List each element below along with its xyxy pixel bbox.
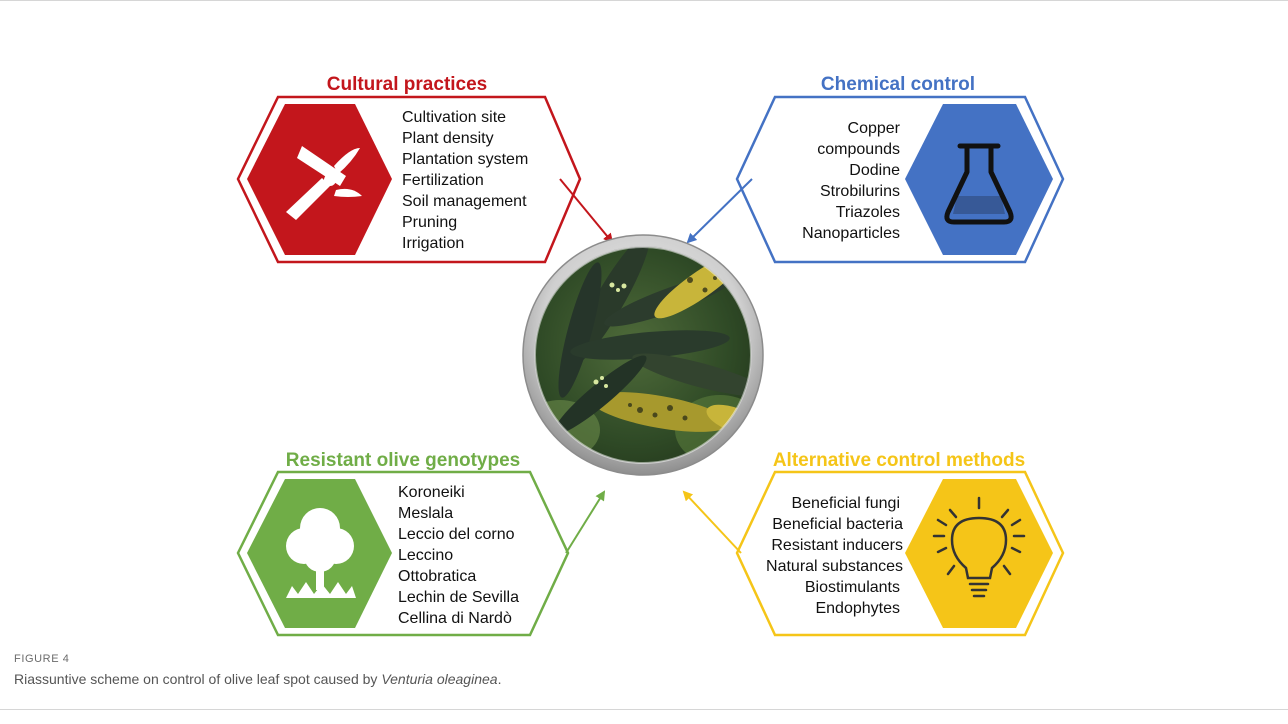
alternative-item: Endophytes bbox=[815, 600, 900, 617]
alternative-title: Alternative control methods bbox=[773, 450, 1025, 471]
chemical-items: Copper compounds Dodine Strobilurins Tri… bbox=[802, 120, 900, 242]
alternative-hexagon bbox=[905, 479, 1053, 628]
resistant-items: Koroneiki Meslala Leccio del corno Lecci… bbox=[398, 484, 519, 627]
caption-text: Riassuntive scheme on control of olive l… bbox=[14, 671, 382, 687]
alternative-items: Beneficial fungi Beneficial bacteria Res… bbox=[766, 495, 903, 617]
caption-species: Venturia oleaginea bbox=[381, 671, 498, 687]
chemical-outline bbox=[735, 95, 1065, 264]
alternative-item: Natural substances bbox=[766, 558, 903, 575]
resistant-arrow bbox=[565, 490, 606, 554]
chemical-item: Nanoparticles bbox=[802, 225, 900, 242]
chemical-item: compounds bbox=[817, 141, 900, 158]
cultural-arrow bbox=[559, 178, 614, 244]
resistant-item: Leccio del corno bbox=[398, 526, 515, 543]
figure-caption: Riassuntive scheme on control of olive l… bbox=[14, 671, 501, 687]
alternative-item: Beneficial bacteria bbox=[772, 516, 903, 533]
resistant-item: Meslala bbox=[398, 505, 453, 522]
cultural-item: Plant density bbox=[402, 130, 494, 147]
cultural-item: Fertilization bbox=[402, 172, 484, 189]
chemical-item: Dodine bbox=[849, 162, 900, 179]
cultural-hexagon bbox=[247, 104, 392, 255]
chemical-item: Copper bbox=[848, 120, 901, 137]
cultural-outline bbox=[236, 95, 582, 264]
figure-label: FIGURE 4 bbox=[14, 653, 70, 665]
chemical-hexagon bbox=[905, 104, 1053, 255]
alternative-arrow bbox=[682, 490, 742, 554]
resistant-item: Ottobratica bbox=[398, 568, 476, 585]
alternative-item: Biostimulants bbox=[805, 579, 900, 596]
cultural-item: Pruning bbox=[402, 214, 457, 231]
resistant-genotypes-panel: Resistant olive genotypes Koroneiki Mesl… bbox=[236, 450, 606, 637]
resistant-item: Lechin de Sevilla bbox=[398, 589, 519, 606]
cultural-item: Cultivation site bbox=[402, 109, 506, 126]
resistant-item: Cellina di Nardò bbox=[398, 610, 512, 627]
chemical-arrow bbox=[686, 178, 753, 244]
chemical-control-panel: Chemical control Copper compounds Dodine… bbox=[686, 74, 1065, 264]
cultural-items: Cultivation site Plant density Plantatio… bbox=[402, 109, 528, 252]
alternative-outline bbox=[735, 470, 1065, 637]
chemical-item: Triazoles bbox=[836, 204, 900, 221]
resistant-outline bbox=[236, 470, 570, 637]
caption-end: . bbox=[497, 671, 502, 687]
alternative-item: Resistant inducers bbox=[771, 537, 903, 554]
cultural-title: Cultural practices bbox=[327, 74, 488, 95]
cultural-item: Soil management bbox=[402, 193, 527, 210]
cultural-practices-panel: Cultural practices Cultivation site Plan… bbox=[236, 74, 614, 264]
alternative-item: Beneficial fungi bbox=[791, 495, 900, 512]
alternative-methods-panel: Alternative control methods Beneficial f… bbox=[682, 450, 1065, 637]
pruning-shears-icon bbox=[286, 146, 362, 220]
chemical-title: Chemical control bbox=[821, 74, 975, 95]
resistant-item: Koroneiki bbox=[398, 484, 465, 501]
chemical-item: Strobilurins bbox=[820, 183, 900, 200]
resistant-title: Resistant olive genotypes bbox=[286, 450, 520, 471]
resistant-item: Leccino bbox=[398, 547, 453, 564]
olive-leaf-spot-photo bbox=[522, 234, 764, 476]
lightbulb-icon bbox=[932, 496, 1026, 598]
flask-icon bbox=[944, 143, 1014, 225]
cultural-item: Plantation system bbox=[402, 151, 528, 168]
cultural-item: Irrigation bbox=[402, 235, 464, 252]
tree-icon bbox=[286, 508, 356, 598]
